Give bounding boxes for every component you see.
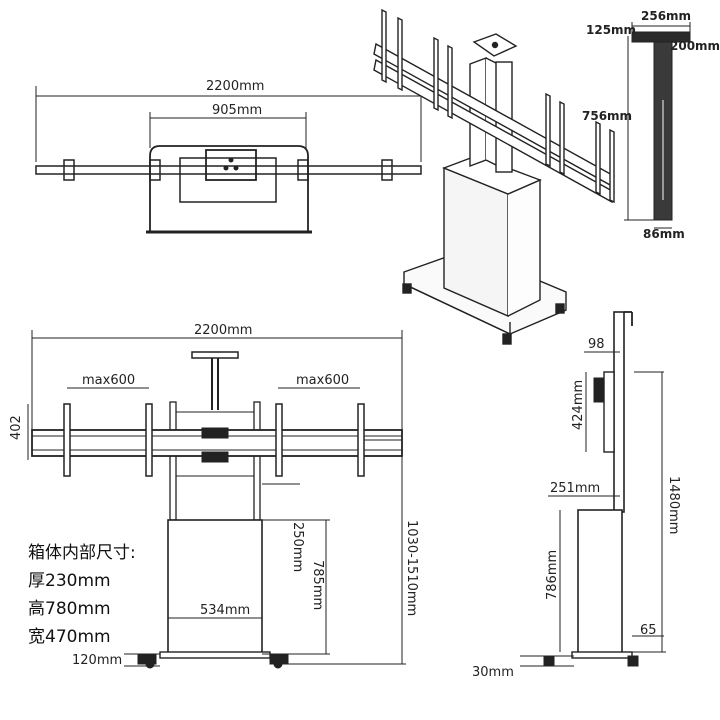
mast-top-width: 256mm — [641, 9, 691, 23]
cabinet-notes-height: 高780mm — [28, 599, 111, 619]
mast-post-depth: 200mm — [670, 39, 720, 53]
side-bottom-offset: 65 — [640, 623, 657, 638]
mast-bottom-width: 86mm — [643, 227, 685, 241]
front-cabinet-width: 534mm — [200, 603, 250, 618]
top-overall-width: 2200mm — [206, 79, 264, 94]
cabinet-notes-width: 宽470mm — [28, 627, 111, 647]
cabinet-notes-depth: 厚230mm — [28, 571, 111, 591]
front-left-max: max600 — [82, 373, 135, 388]
side-depth-top: 98 — [588, 337, 605, 352]
front-overall-width: 2200mm — [194, 323, 252, 338]
side-bracket-height: 424mm — [571, 380, 586, 430]
front-right-max: max600 — [296, 373, 349, 388]
front-gap: 250mm — [290, 522, 305, 572]
top-view — [35, 86, 422, 234]
front-cabinet-height: 785mm — [310, 560, 325, 610]
top-bracket-width: 905mm — [212, 103, 262, 118]
mast-top-offset: 125mm — [586, 23, 636, 37]
side-cabinet-height: 786mm — [545, 550, 560, 600]
side-base-height: 30mm — [472, 665, 514, 680]
front-arm-height: 402 — [9, 415, 24, 440]
front-ground-clearance: 120mm — [72, 653, 122, 668]
mast-height: 756mm — [582, 109, 632, 123]
mast-detail — [624, 22, 691, 229]
perspective-view — [373, 8, 615, 345]
side-post-offset: 251mm — [550, 481, 600, 496]
side-view — [520, 311, 666, 667]
side-total-height: 1480mm — [666, 476, 681, 534]
front-overall-height: 1030-1510mm — [404, 520, 419, 616]
cabinet-notes-heading: 箱体内部尺寸: — [28, 543, 136, 563]
front-view — [27, 330, 406, 669]
